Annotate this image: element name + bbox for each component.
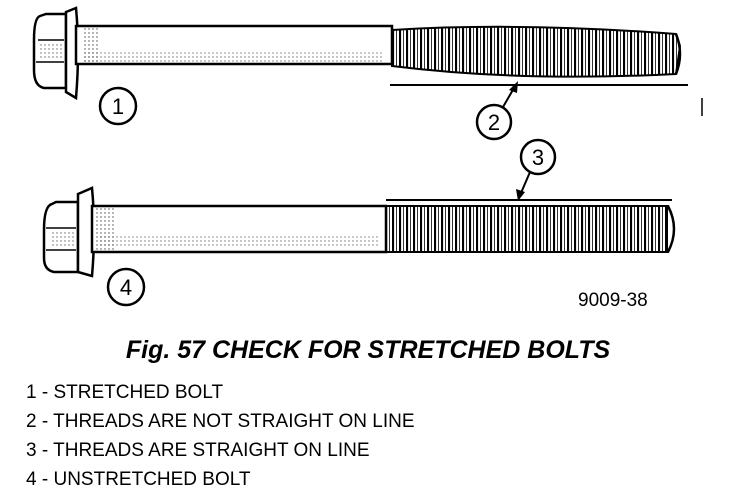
legend-separator: - [36,411,54,432]
legend-number: 3 [26,440,37,461]
legend-text: UNSTRETCHED BOLT [53,469,251,490]
legend-item: 2 - THREADS ARE NOT STRAIGHT ON LINE [26,407,415,436]
callout-3-label: 3 [532,145,544,170]
legend-text: THREADS ARE NOT STRAIGHT ON LINE [53,411,415,432]
unstretched-bolt [42,186,676,278]
legend-item: 3 - THREADS ARE STRAIGHT ON LINE [26,436,415,465]
legend-separator: - [36,469,54,490]
bolt-diagram: 1 2 3 4 [32,6,703,307]
legend-separator: - [36,440,54,461]
callout-4-label: 4 [120,275,132,300]
callout-1-label: 1 [112,94,124,119]
legend-number: 4 [26,469,37,490]
callout-3: 3 [516,138,557,201]
legend-text: THREADS ARE STRAIGHT ON LINE [53,440,370,461]
legend-number: 1 [26,382,37,403]
callout-4: 4 [106,267,146,307]
legend-text: STRETCHED BOLT [53,382,224,403]
legend-item: 1 - STRETCHED BOLT [26,378,415,407]
callout-2-label: 2 [488,110,500,135]
legend-separator: - [36,382,54,403]
figure-reference-number: 9009-38 [578,290,648,311]
legend: 1 - STRETCHED BOLT 2 - THREADS ARE NOT S… [26,378,415,494]
callout-2: 2 [475,81,518,141]
callout-1: 1 [98,86,138,126]
legend-item: 4 - UNSTRETCHED BOLT [26,465,415,494]
figure-caption: Fig. 57 CHECK FOR STRETCHED BOLTS [125,336,611,364]
legend-number: 2 [26,411,37,432]
stretched-bolt [32,6,688,101]
